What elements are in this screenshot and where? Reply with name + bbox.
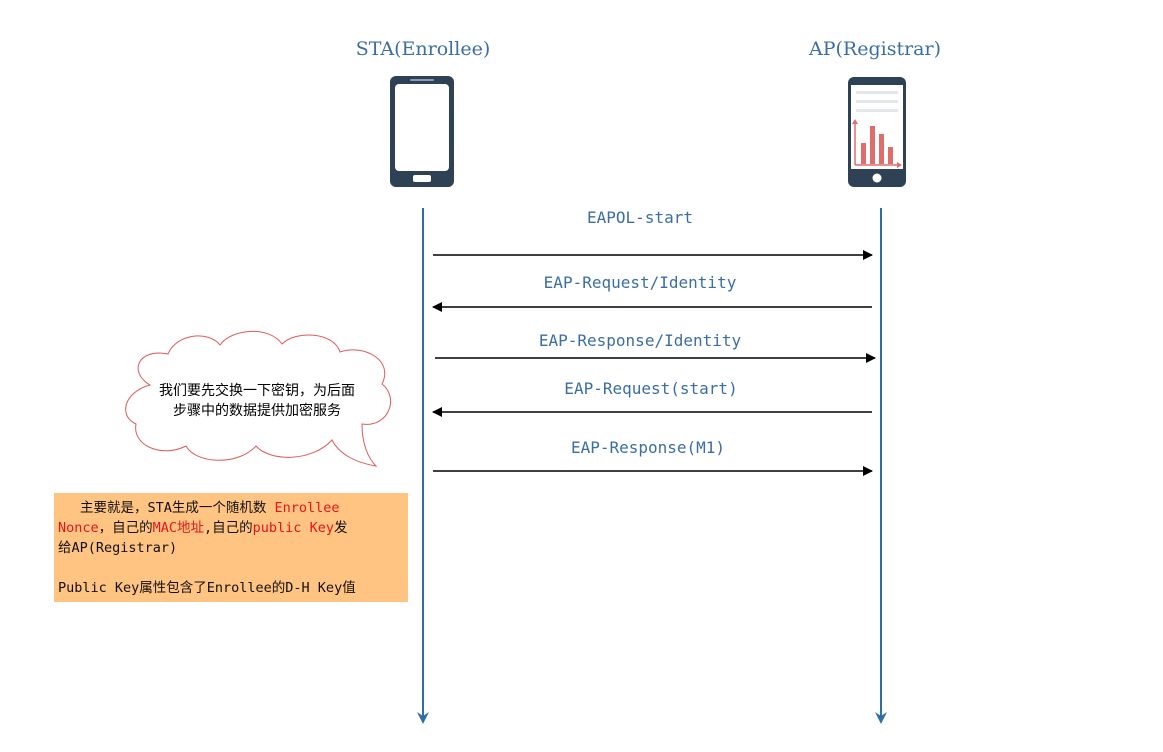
note-line-3: 给AP(Registrar) <box>58 540 178 556</box>
note-text: 主要就是，STA生成一个随机数 <box>80 500 275 516</box>
note-line-4: Public Key属性包含了Enrollee的D-H Key值 <box>58 580 356 596</box>
note-highlight-public-key: public Key <box>252 520 334 536</box>
cloud-text: 我们要先交换一下密钥，为后面 步骤中的数据提供加密服务 <box>130 381 384 421</box>
note-highlight-nonce: Nonce <box>58 520 99 536</box>
note-line-blank <box>58 558 408 578</box>
note-text: ,自己的 <box>204 520 253 536</box>
cloud-text-line-1: 我们要先交换一下密钥，为后面 <box>159 383 355 399</box>
note-highlight-enrollee: Enrollee <box>274 500 340 516</box>
message-label-eapol-start: EAPOL-start <box>587 208 693 227</box>
note-line-1: 主要就是，STA生成一个随机数 Enrollee <box>58 498 408 518</box>
message-label-eap-response-identity: EAP-Response/Identity <box>538 331 742 350</box>
note-line-2: Nonce，自己的MAC地址,自己的public Key发 <box>58 518 408 538</box>
note-highlight-mac: MAC地址 <box>152 520 205 536</box>
chart-phone-icon <box>848 77 906 187</box>
thought-cloud <box>125 330 392 467</box>
ap-actor-label: AP(Registrar) <box>809 38 941 60</box>
smartphone-icon <box>390 76 454 187</box>
message-label-eap-request-start: EAP-Request(start) <box>564 379 738 398</box>
note-text: 发 <box>333 520 348 536</box>
message-label-eap-request-identity: EAP-Request/Identity <box>543 273 737 292</box>
note-box: 主要就是，STA生成一个随机数 Enrollee Nonce，自己的MAC地址,… <box>54 493 408 602</box>
sta-actor-label: STA(Enrollee) <box>355 38 491 60</box>
message-label-eap-response-m1: EAP-Response(M1) <box>570 438 726 457</box>
cloud-text-line-2: 步骤中的数据提供加密服务 <box>173 403 341 419</box>
note-text: ，自己的 <box>98 520 153 536</box>
